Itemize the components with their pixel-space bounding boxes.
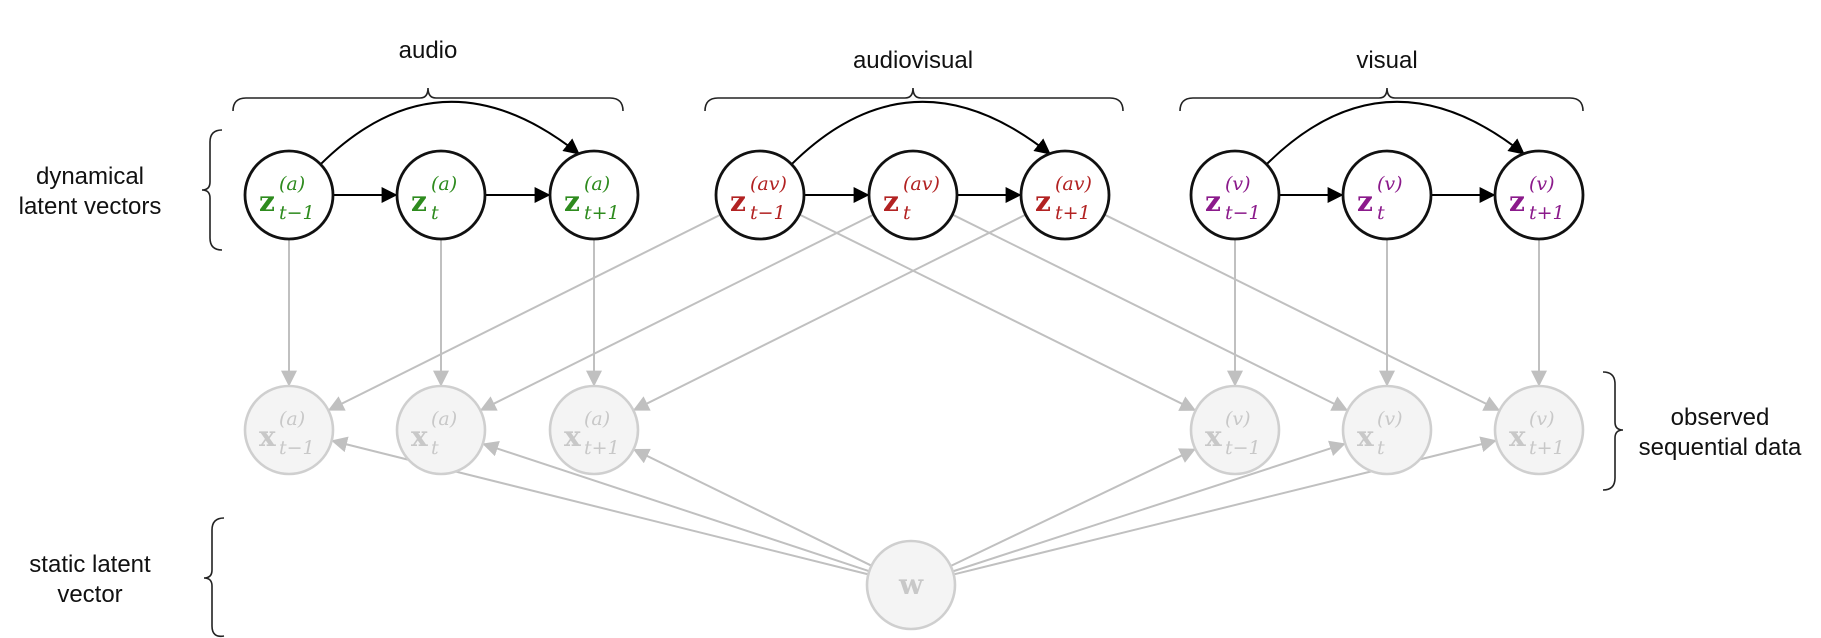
node-xa-next: x(a) t+1 <box>548 384 640 476</box>
node-zav-t: z(av) t <box>867 149 959 241</box>
node-zav-next: z(av) t+1 <box>1019 149 1111 241</box>
node-label-xa-t-base: x <box>411 420 428 453</box>
node-label-zav-t-sub: t <box>903 202 911 224</box>
node-label-za-prev-base: z <box>259 185 275 218</box>
node-label-za-next-sub: t+1 <box>584 202 620 224</box>
node-label-xa-t-sup: (a) <box>431 408 457 430</box>
edge-zav_prev-to-xv_prev <box>798 213 1197 411</box>
node-zv-next: z(v) t+1 <box>1493 149 1585 241</box>
node-label-xa-next-sub: t+1 <box>584 437 620 459</box>
node-label-zav-prev-sub: t−1 <box>750 202 786 224</box>
node-label-zv-next-sub: t+1 <box>1529 202 1565 224</box>
node-label-zv-prev-sup: (v) <box>1225 173 1251 195</box>
node-label-xa-next-base: x <box>564 420 581 453</box>
node-label-xv-prev-sup: (v) <box>1225 408 1251 430</box>
static-left-brace <box>203 517 225 638</box>
node-xa-t: x(a) t <box>395 384 487 476</box>
skip-edge-zv_prev-to-zv_next <box>1265 100 1525 165</box>
node-w: w <box>865 539 957 631</box>
edge-zav_prev-to-xa_prev <box>327 213 722 411</box>
node-label-xa-t-sub: t <box>431 437 439 459</box>
visual-brace <box>1179 87 1584 112</box>
node-label-zv-t-sup: (v) <box>1377 173 1403 195</box>
node-xv-next: x(v) t+1 <box>1493 384 1585 476</box>
observed-data-label: observed sequential data <box>1638 404 1802 461</box>
edge-w-to-xa_t <box>482 441 870 573</box>
node-label-zv-next-base: z <box>1509 185 1525 218</box>
node-label-zv-t-base: z <box>1357 185 1373 218</box>
node-label-w: w <box>898 568 924 601</box>
node-zav-prev: z(av) t−1 <box>714 149 806 241</box>
edge-w-to-xa_next <box>632 448 872 567</box>
node-label-xv-t-sub: t <box>1377 437 1385 459</box>
node-xa-prev: x(a) t−1 <box>243 384 335 476</box>
node-label-za-t-sup: (a) <box>431 173 457 195</box>
edge-zav_t-to-xa_t <box>479 213 875 411</box>
node-label-xv-t-base: x <box>1357 420 1374 453</box>
node-label-za-t-base: z <box>411 185 427 218</box>
node-zv-t: z(v) t <box>1341 149 1433 241</box>
node-label-xv-prev-sub: t−1 <box>1225 437 1261 459</box>
audiovisual-group-title: audiovisual <box>852 47 974 74</box>
edge-zav_t-to-xv_t <box>951 213 1349 411</box>
node-label-zav-t-sup: (av) <box>903 173 940 195</box>
node-label-xv-t-sup: (v) <box>1377 408 1403 430</box>
node-label-za-next-sup: (a) <box>584 173 610 195</box>
node-label-za-t-sub: t <box>431 202 439 224</box>
audio-brace <box>232 87 624 112</box>
edge-zav_next-to-xa_next <box>632 213 1027 411</box>
node-label-xa-prev-base: x <box>259 420 276 453</box>
node-za-prev: z(a) t−1 <box>243 149 335 241</box>
skip-edge-za_prev-to-za_next <box>319 100 580 165</box>
node-label-zav-prev-base: z <box>730 185 746 218</box>
node-label-xa-next-sup: (a) <box>584 408 610 430</box>
node-label-xa-prev-sup: (a) <box>279 408 305 430</box>
node-xv-prev: x(v) t−1 <box>1189 384 1281 476</box>
dynamical-left-brace <box>201 129 223 251</box>
node-label-xv-next-sub: t+1 <box>1529 437 1565 459</box>
node-label-xv-next-sup: (v) <box>1529 408 1555 430</box>
node-label-zv-prev-sub: t−1 <box>1225 202 1261 224</box>
edge-zav_next-to-xv_next <box>1103 213 1501 411</box>
node-label-zav-next-base: z <box>1035 185 1051 218</box>
node-label-za-prev-sup: (a) <box>279 173 305 195</box>
skip-edge-zav_prev-to-zav_next <box>790 100 1051 165</box>
node-label-xv-next-base: x <box>1509 420 1526 453</box>
node-label-za-next-base: z <box>564 185 580 218</box>
node-label-xv-prev-base: x <box>1205 420 1222 453</box>
audiovisual-brace <box>704 87 1124 112</box>
observed-right-brace <box>1602 371 1624 491</box>
audio-group-title: audio <box>398 37 458 64</box>
node-label-zav-next-sup: (av) <box>1055 173 1092 195</box>
edge-w-to-xv_t <box>952 440 1346 573</box>
node-label-zv-next-sup: (v) <box>1529 173 1555 195</box>
node-za-next: z(a) t+1 <box>548 149 640 241</box>
node-label-zv-prev-base: z <box>1205 185 1221 218</box>
node-xv-t: x(v) t <box>1341 384 1433 476</box>
node-label-zav-prev-sup: (av) <box>750 173 787 195</box>
node-label-xa-prev-sub: t−1 <box>279 437 315 459</box>
static-latent-label: static latent vector <box>29 551 151 608</box>
node-zv-prev: z(v) t−1 <box>1189 149 1281 241</box>
node-label-zav-t-base: z <box>883 185 899 218</box>
edge-w-to-xv_prev <box>950 448 1196 567</box>
node-label-zav-next-sub: t+1 <box>1055 202 1091 224</box>
node-label-za-prev-sub: t−1 <box>279 202 315 224</box>
node-label-zv-t-sub: t <box>1377 202 1385 224</box>
dynamical-latent-label: dynamical latent vectors <box>18 163 162 220</box>
visual-group-title: visual <box>1356 47 1418 74</box>
node-za-t: z(a) t <box>395 149 487 241</box>
